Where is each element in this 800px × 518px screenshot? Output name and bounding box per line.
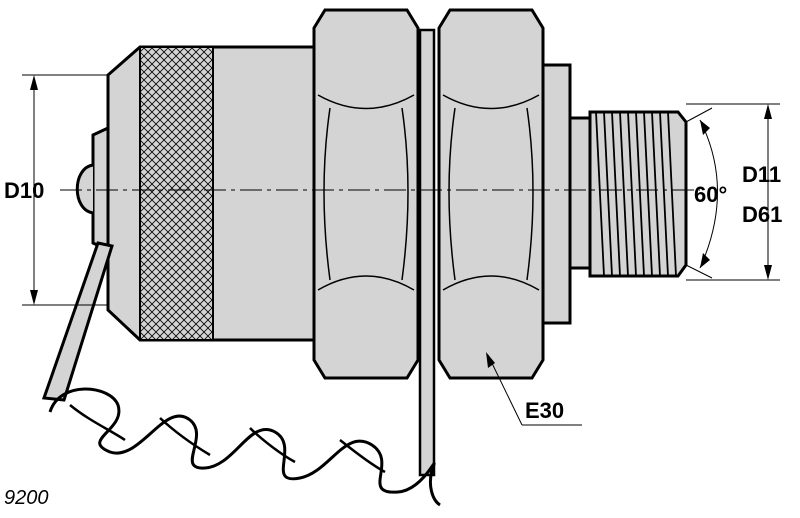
hex-nut-left xyxy=(312,8,420,380)
neck xyxy=(568,116,592,270)
label-d11: D11 xyxy=(742,162,781,187)
label-e30: E30 xyxy=(525,398,564,423)
label-d61: D61 xyxy=(742,202,782,227)
strap xyxy=(41,241,114,402)
collar xyxy=(541,63,572,325)
washer-plate xyxy=(418,28,436,477)
ball-chain xyxy=(48,387,441,507)
knurled-grip xyxy=(139,46,214,341)
thread-lines xyxy=(595,111,677,277)
angle-dimension xyxy=(685,107,718,279)
dimension-d11 xyxy=(686,103,780,281)
dimension-d10 xyxy=(22,74,108,306)
label-d10: D10 xyxy=(4,178,44,203)
leader-e30 xyxy=(486,352,582,426)
hex-nut-right xyxy=(437,8,545,380)
pin-head xyxy=(75,163,94,215)
label-angle: 60° xyxy=(694,182,727,207)
drawing-number: 9200 xyxy=(4,487,49,509)
retaining-pin xyxy=(91,125,110,253)
